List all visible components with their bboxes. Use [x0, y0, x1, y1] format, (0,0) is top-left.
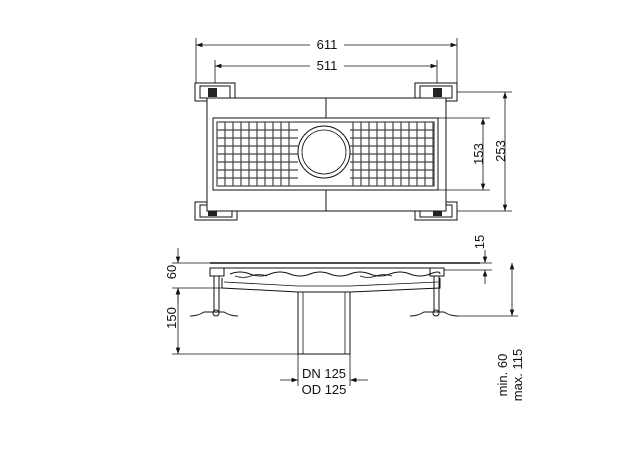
leg-right [409, 276, 459, 317]
dim-pipe-od: OD 125 [302, 382, 347, 397]
leg-left [189, 276, 239, 317]
top-view: 611 511 153 253 [194, 36, 512, 221]
dim-flange-thickness: 15 [472, 235, 487, 249]
dim-leg-height: 150 [164, 307, 179, 329]
bracket-top-right [414, 82, 458, 102]
dim-inner-width: 511 [317, 58, 338, 73]
outlet-pipe [297, 291, 351, 355]
dim-frame-height: 60 [164, 265, 179, 279]
dim-adjust-min: min. 60 [495, 354, 510, 397]
side-view: 60 150 15 min. 60 max. 115 DN 125 OD 125 [164, 235, 525, 401]
dim-overall-width: 611 [317, 37, 338, 52]
dim-adjust-max: max. 115 [510, 349, 525, 402]
dim-grate-height: 153 [471, 143, 486, 165]
grate [212, 117, 439, 191]
dim-overall-height: 253 [493, 140, 508, 162]
dim-pipe-dn: DN 125 [302, 366, 346, 381]
